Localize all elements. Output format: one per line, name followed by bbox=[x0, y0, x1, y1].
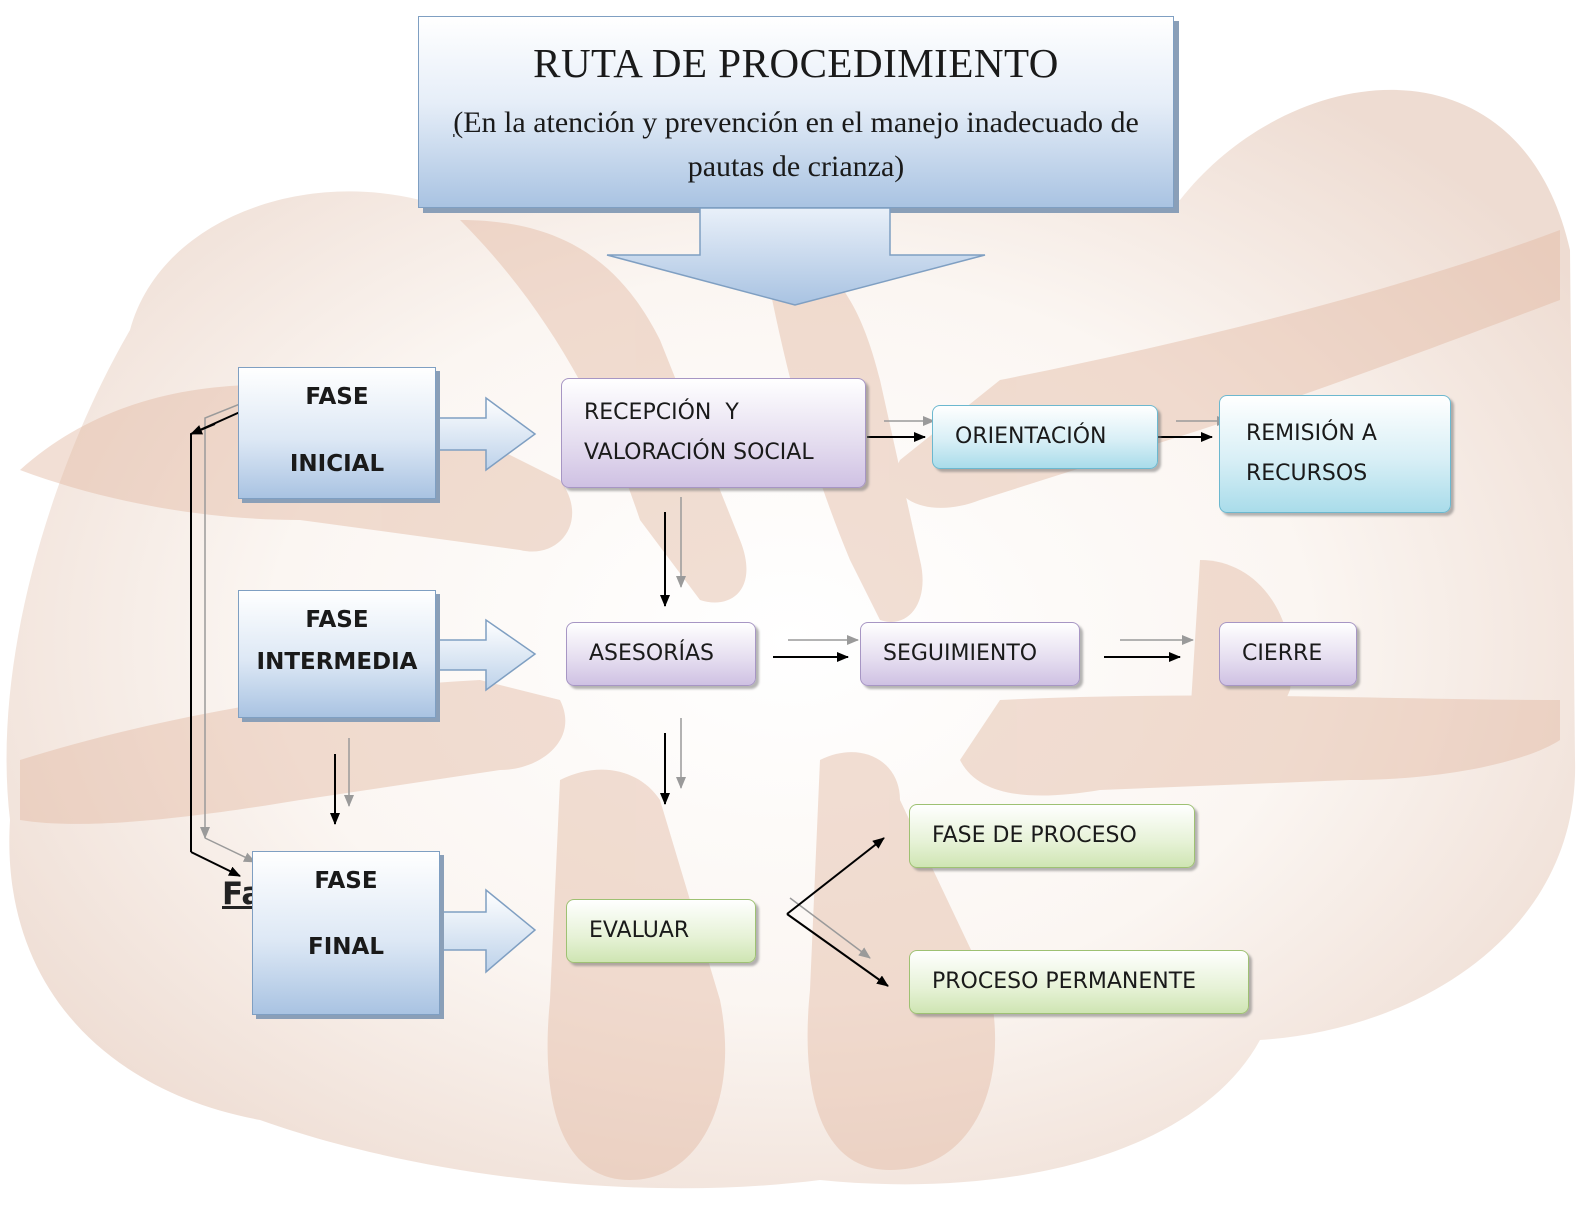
step-cierre-label: CIERRE bbox=[1242, 641, 1323, 666]
phase-inicial-line1: FASE bbox=[305, 384, 369, 410]
step-evaluar: EVALUAR bbox=[566, 899, 756, 963]
arrow-loop-to-inicial bbox=[190, 423, 216, 435]
phase-intermedia-line1: FASE bbox=[305, 607, 369, 633]
gray-arrow-evaluar-permanente bbox=[789, 897, 871, 959]
step-fase-de-proceso: FASE DE PROCESO bbox=[909, 804, 1195, 868]
step-orientacion-label: ORIENTACIÓN bbox=[955, 424, 1107, 449]
phase-intermedia-block-arrow bbox=[435, 618, 537, 692]
step-remision-recursos: REMISIÓN A RECURSOS bbox=[1219, 395, 1451, 513]
phase-final-line1: FASE bbox=[314, 868, 378, 894]
subtitle-open-paren: ( bbox=[453, 106, 464, 139]
step-proceso-permanente: PROCESO PERMANENTE bbox=[909, 950, 1249, 1014]
arrow-loop-to-final bbox=[190, 851, 241, 877]
phase-final-block-arrow bbox=[439, 888, 537, 974]
phase-final-line2: FINAL bbox=[308, 934, 384, 960]
step-recepcion-line2: VALORACIÓN SOCIAL bbox=[584, 440, 814, 465]
step-remision-label: REMISIÓN A RECURSOS bbox=[1246, 414, 1377, 494]
step-remision-line2: RECURSOS bbox=[1246, 461, 1368, 486]
phase-inicial-box: FASE INICIAL bbox=[238, 367, 436, 499]
step-orientacion: ORIENTACIÓN bbox=[932, 405, 1158, 469]
step-asesorias: ASESORÍAS bbox=[566, 622, 756, 686]
step-evaluar-label: EVALUAR bbox=[589, 918, 690, 943]
step-asesorias-label: ASESORÍAS bbox=[589, 641, 714, 666]
step-remision-line1: REMISIÓN A bbox=[1246, 421, 1377, 446]
loop-line-inicial-final bbox=[190, 411, 241, 852]
page-title: RUTA DE PROCEDIMIENTO bbox=[533, 40, 1059, 86]
arrow-evaluar-proceso-permanente bbox=[786, 913, 889, 987]
subtitle-text: En la atención y prevención en el manejo… bbox=[463, 106, 1139, 183]
phase-final-box: FASE FINAL bbox=[252, 851, 440, 1015]
phase-inicial-line2: INICIAL bbox=[289, 451, 385, 477]
step-seguimiento-label: SEGUIMIENTO bbox=[883, 641, 1038, 666]
phase-intermedia-line2: INTERMEDIA bbox=[256, 649, 418, 675]
step-seguimiento: SEGUIMIENTO bbox=[860, 622, 1080, 686]
title-box: RUTA DE PROCEDIMIENTO (En la atención y … bbox=[418, 16, 1174, 208]
phase-intermedia-box: FASE INTERMEDIA bbox=[238, 590, 436, 718]
page-subtitle: (En la atención y prevención en el manej… bbox=[431, 101, 1161, 189]
step-recepcion-label: RECEPCIÓN Y VALORACIÓN SOCIAL bbox=[584, 393, 814, 473]
arrow-evaluar-fase-proceso bbox=[786, 837, 885, 915]
step-recepcion-line1: RECEPCIÓN Y bbox=[584, 400, 739, 425]
title-down-arrow bbox=[606, 207, 986, 306]
step-cierre: CIERRE bbox=[1219, 622, 1357, 686]
step-fase-de-proceso-label: FASE DE PROCESO bbox=[932, 823, 1137, 848]
gray-arrow-to-final bbox=[204, 837, 256, 863]
step-proceso-permanente-label: PROCESO PERMANENTE bbox=[932, 969, 1197, 994]
phase-inicial-block-arrow bbox=[435, 396, 537, 472]
step-recepcion-valoracion: RECEPCIÓN Y VALORACIÓN SOCIAL bbox=[561, 378, 866, 488]
hand-shapes bbox=[20, 220, 1560, 1180]
